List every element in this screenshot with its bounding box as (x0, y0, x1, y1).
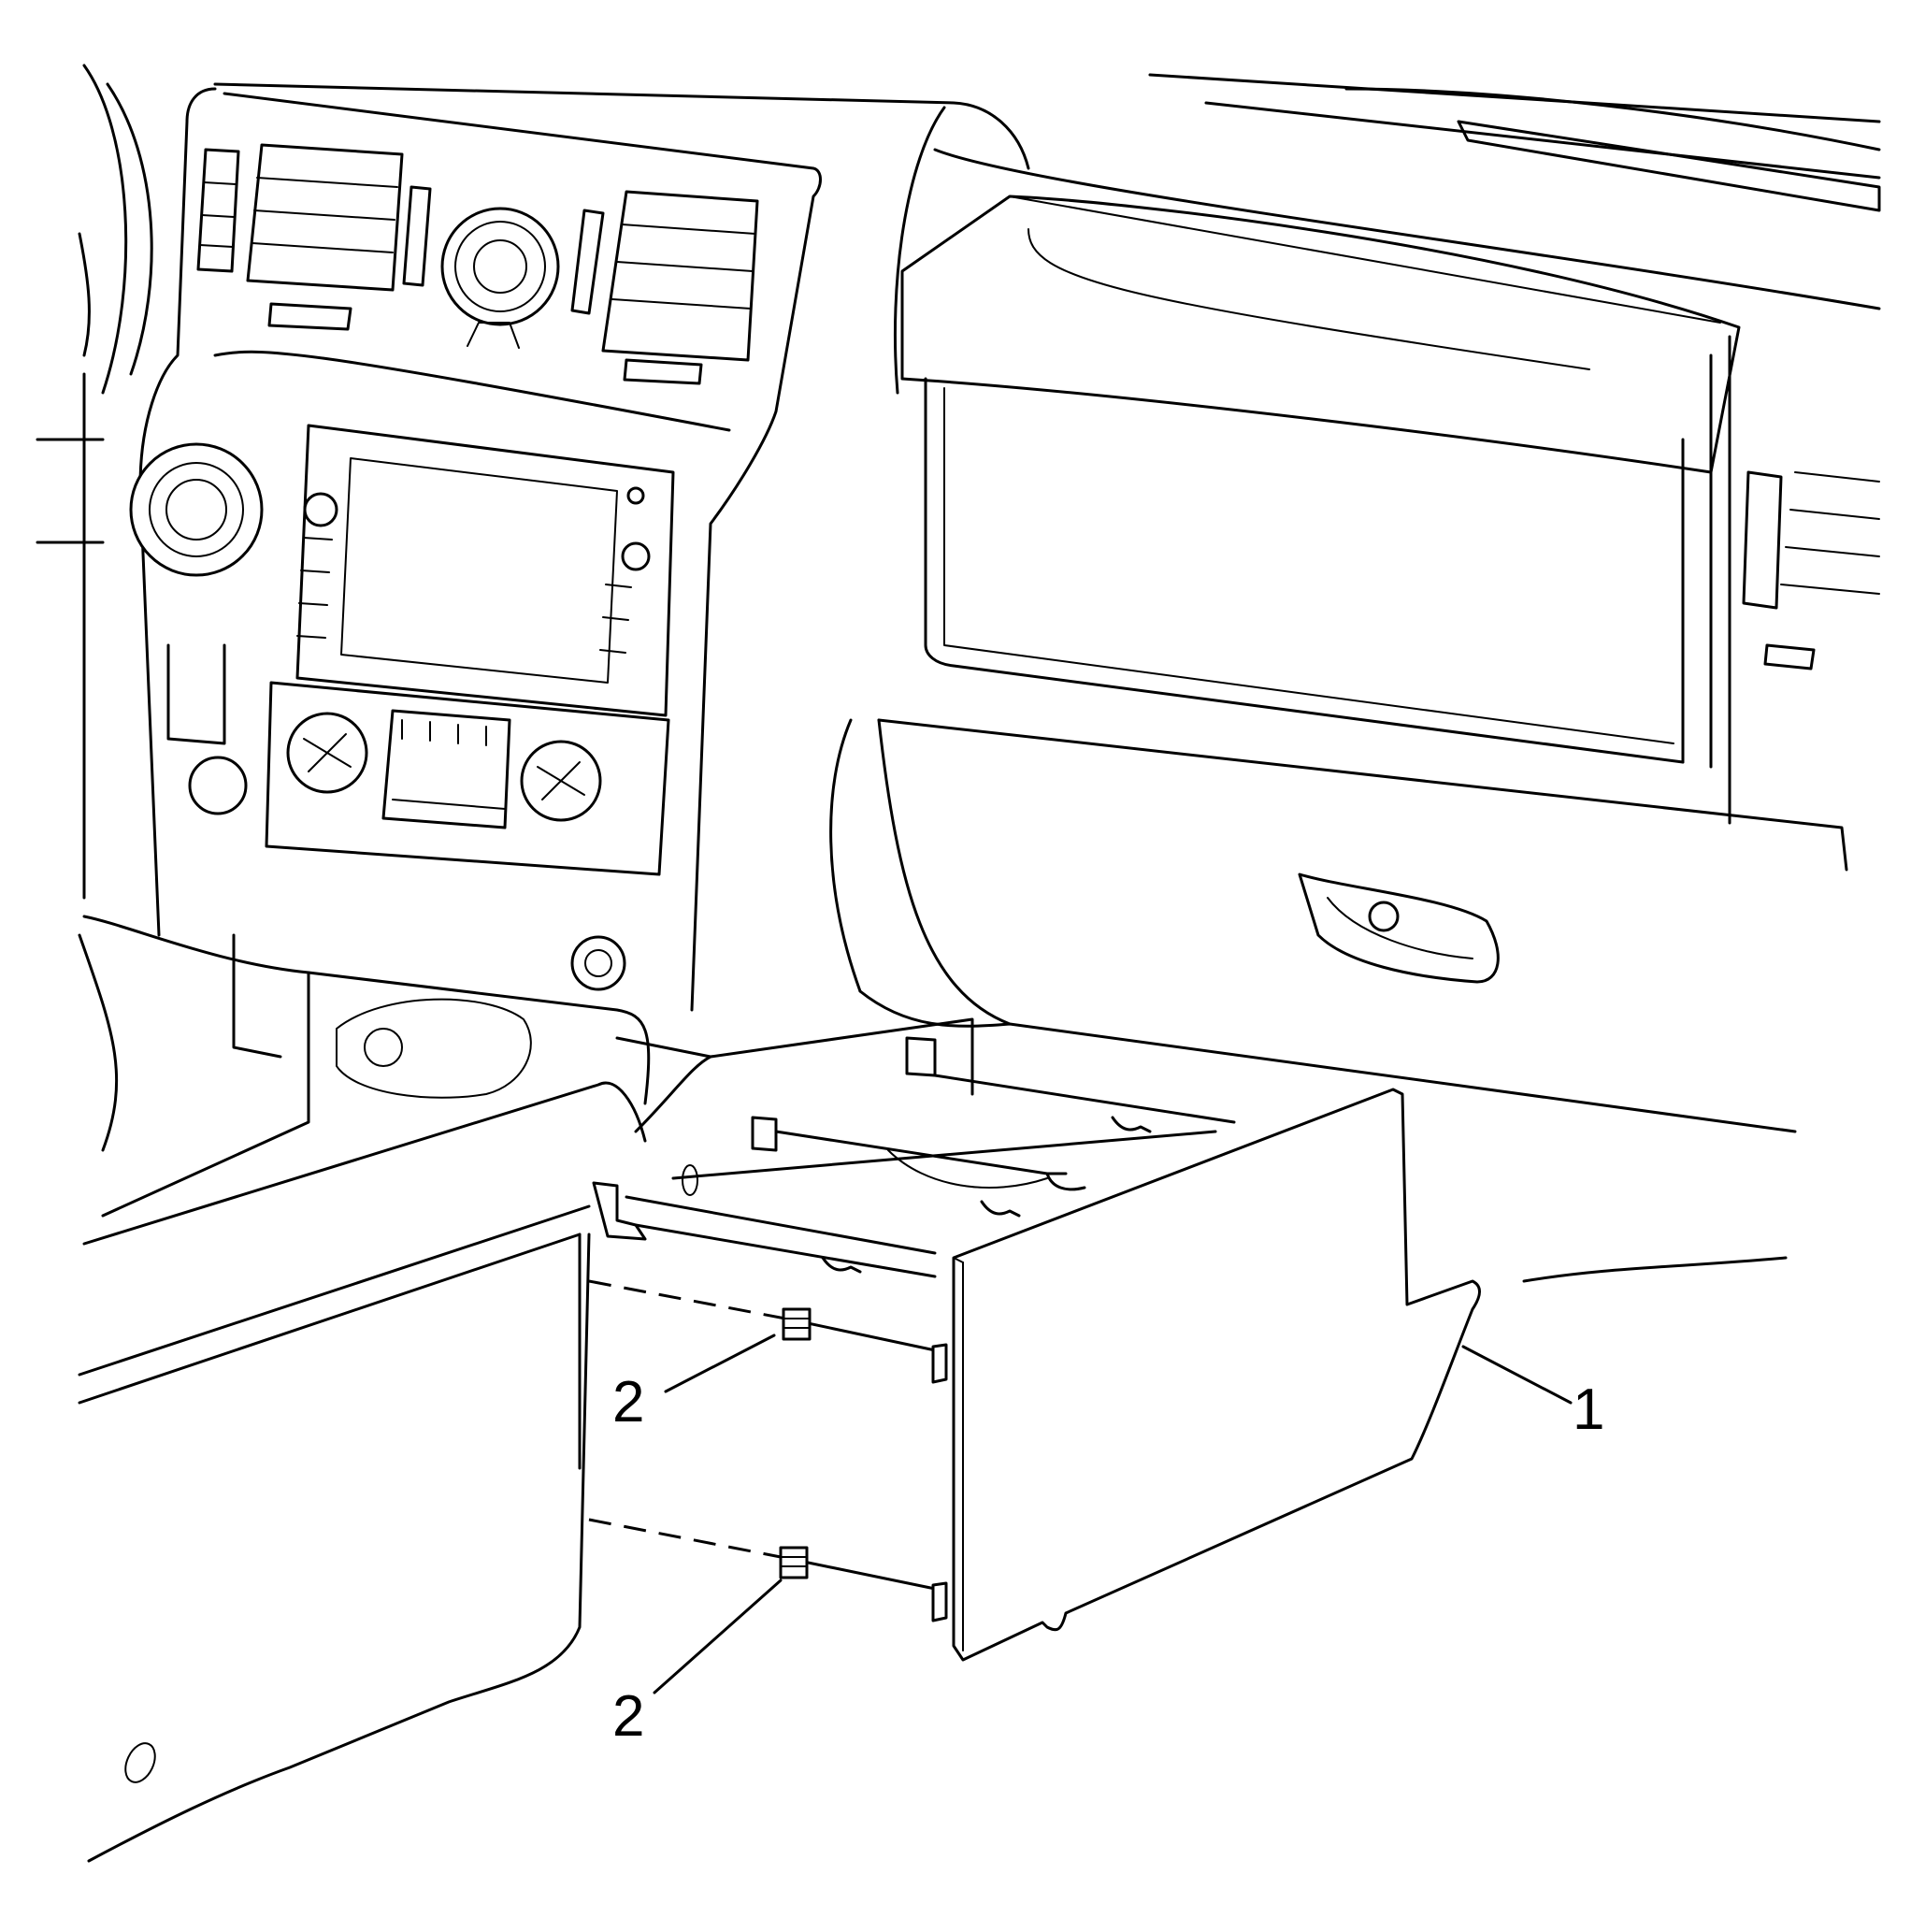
retainer-clip-lower (779, 1546, 809, 1579)
instrument-panel-upper (213, 73, 1881, 395)
callout-2-lower-label: 2 (612, 1684, 644, 1749)
glove-box-door (931, 1088, 1481, 1662)
glove-box-hinge-guides (634, 1074, 1236, 1278)
callout-2-upper-label: 2 (612, 1370, 644, 1435)
hazard-switch-knob (440, 207, 560, 349)
clip-alignment-lines (588, 1279, 941, 1592)
callout-leaders (653, 1334, 1573, 1694)
left-center-air-vent (196, 143, 432, 331)
callout-labels: 1 2 2 (612, 1370, 1604, 1749)
center-console (78, 915, 651, 1405)
upper-glove-compartment (900, 195, 1741, 769)
center-stack-bezel (138, 87, 822, 1012)
radio-navigation-unit (265, 424, 675, 876)
retainer-clip-upper (782, 1307, 812, 1341)
console-side-panel (87, 1233, 591, 1863)
right-side-air-vent (1728, 335, 1880, 825)
right-center-air-vent (570, 190, 759, 385)
glove-box-latch (1298, 872, 1500, 984)
glove-box-opening (578, 1017, 1217, 1470)
steering-column-edge (36, 64, 153, 900)
left-control-knob (129, 442, 264, 815)
callout-1-label: 1 (1573, 1377, 1604, 1442)
